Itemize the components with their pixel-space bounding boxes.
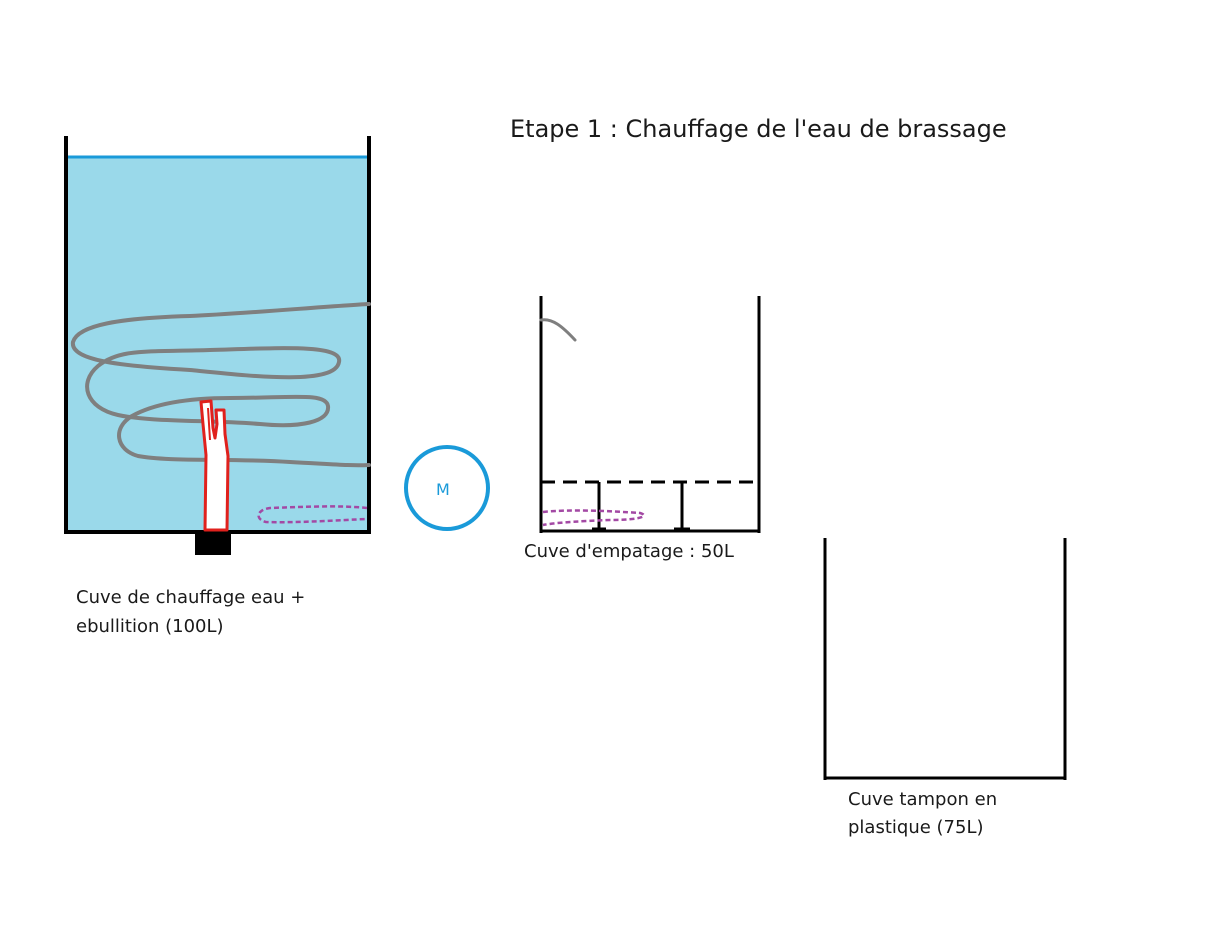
mash-tank-walls (539, 296, 761, 533)
mash-tank-supports (592, 482, 690, 531)
heating-tank-label: Cuve de chauffage eau + ebullition (100L… (76, 583, 346, 641)
heating-tank-drain (195, 533, 231, 555)
heating-tank-label-line1: Cuve de chauffage eau + (76, 587, 306, 608)
mash-tank-inlet-pipe (539, 318, 577, 342)
buffer-tank-walls (823, 538, 1067, 780)
mash-tank-label: Cuve d'empatage : 50L (524, 541, 734, 562)
buffer-tank-label-line2: plastique (75L) (848, 817, 984, 838)
buffer-tank-label: Cuve tampon en plastique (75L) (848, 786, 1048, 842)
motor-label: M (436, 480, 450, 499)
heating-element-inner (207, 407, 211, 441)
heating-tank-sensor (257, 505, 368, 524)
motor-circle (404, 445, 490, 531)
mash-tank-sensor (542, 509, 645, 527)
heating-element (199, 399, 230, 532)
page-title: Etape 1 : Chauffage de l'eau de brassage (510, 115, 1007, 143)
heating-tank-label-line2: ebullition (100L) (76, 616, 224, 637)
buffer-tank-label-line1: Cuve tampon en (848, 789, 998, 810)
heating-coil (70, 302, 371, 468)
